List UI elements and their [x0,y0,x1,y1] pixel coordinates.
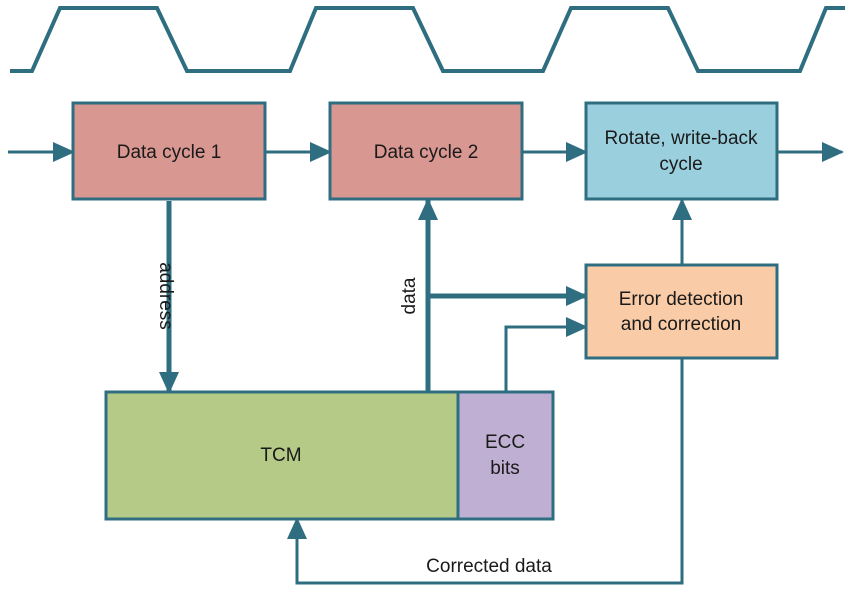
data-cycle-1-label: Data cycle 1 [117,142,222,163]
data-cycle-2-label: Data cycle 2 [374,142,479,163]
error-detection-label-line1: Error detection [619,289,744,310]
rotate-writeback-label-line1: Rotate, write-back [604,128,758,149]
error-detection-block [584,263,779,360]
address-label: address [155,262,176,330]
ecc-bits-block [456,390,555,521]
ecc-bits-label-line2: bits [490,458,520,479]
rotate-writeback-label-line2: cycle [659,154,702,175]
clock-waveform [10,6,845,73]
ecc-bits-label-line1: ECC [485,432,525,453]
error-detection-label-line2: and correction [621,314,741,335]
rotate-writeback-block [584,101,779,201]
data-cycle-1-block [71,101,267,201]
ecc-to-edc-arrow [504,317,588,392]
corrected-data-label: Corrected data [426,556,552,577]
tcm-block [104,390,460,521]
data-label: data [399,277,420,314]
tcm-label: TCM [260,445,301,466]
corrected-data-arrow [287,358,684,585]
data-cycle-2-block [328,101,524,201]
